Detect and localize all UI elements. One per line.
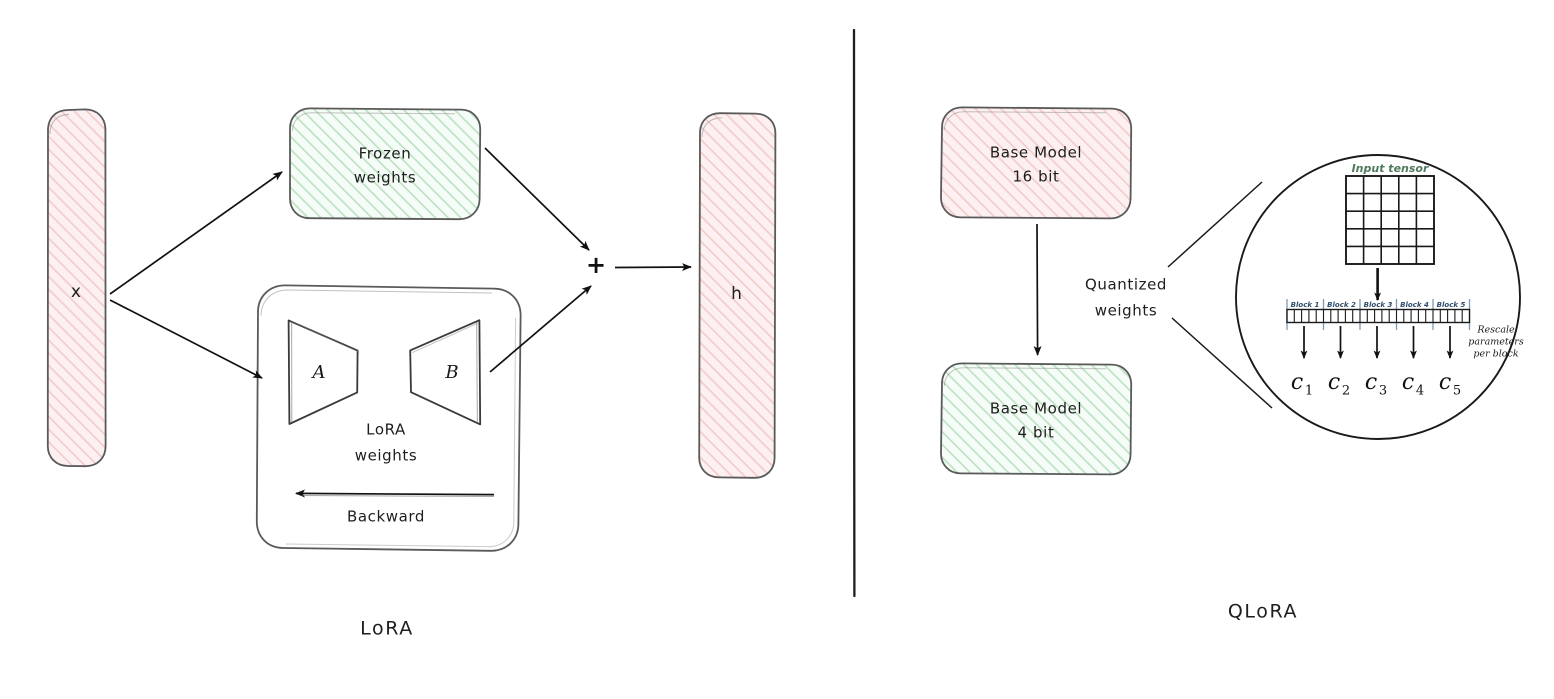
constant-1-base: c xyxy=(1328,370,1340,395)
constant-2-base: c xyxy=(1365,370,1377,395)
magnifier-tangent-lines xyxy=(1167,181,1273,409)
edge-16bit-to-4bit xyxy=(1033,223,1042,356)
backward-label: Backward xyxy=(347,508,425,526)
frozen-weights-label-line1: Frozen xyxy=(359,145,412,163)
lora-weights-label-line1: LoRA xyxy=(366,421,406,439)
frozen-weights-box xyxy=(289,107,482,221)
lora-output-label: h xyxy=(731,284,743,304)
edge-frozen-to-sum xyxy=(484,147,590,251)
lora-trapezoid-b xyxy=(409,319,482,426)
base-model-4bit-label-line1: Base Model xyxy=(990,400,1082,418)
constant-1-sub: 2 xyxy=(1342,384,1350,399)
input-tensor-grid xyxy=(1345,175,1435,265)
edge-x-to-lora xyxy=(109,299,263,379)
block-to-constant-arrows xyxy=(1300,326,1454,359)
base-model-16bit-box xyxy=(940,106,1133,220)
lora-trapezoid-a-label: A xyxy=(311,362,326,383)
frozen-weights-label-line2: weights xyxy=(354,169,417,187)
edge-x-to-frozen xyxy=(109,171,283,295)
base-model-4bit-box xyxy=(940,362,1133,476)
lora-trapezoid-b-label: B xyxy=(444,362,458,383)
block-label-2: Block 3 xyxy=(1364,301,1393,309)
base-model-16bit-label-line1: Base Model xyxy=(990,144,1082,162)
base-model-4bit-label-line2: 4 bit xyxy=(1018,424,1055,442)
block-label-3: Block 4 xyxy=(1400,301,1429,309)
edge-lora-to-sum xyxy=(489,285,592,373)
input-tensor-label: Input tensor xyxy=(1352,162,1429,175)
backward-arrow xyxy=(295,489,495,498)
lora-input-box xyxy=(46,108,107,468)
block-labels: Block 1 Block 2 Block 3 Block 4 Block 5 xyxy=(1291,301,1466,309)
edge-sum-to-output xyxy=(614,263,692,272)
constant-2-sub: 3 xyxy=(1379,384,1387,399)
block-label-0: Block 1 xyxy=(1291,301,1320,309)
lora-output-box xyxy=(698,112,777,479)
lora-weights-label-line2: weights xyxy=(355,447,418,465)
rescale-note-line3: per block xyxy=(1473,349,1518,360)
constant-4-base: c xyxy=(1439,370,1451,395)
constant-3-sub: 4 xyxy=(1416,384,1424,399)
constant-0-base: c xyxy=(1291,370,1303,395)
rescale-note-line2: parameters xyxy=(1468,337,1524,348)
quantized-weights-label-line1: Quantized xyxy=(1085,276,1167,294)
lora-caption: LoRA xyxy=(360,618,414,640)
constant-3-base: c xyxy=(1402,370,1414,395)
rescale-note-line1: Rescale xyxy=(1476,325,1515,336)
quantization-cell-strip xyxy=(1286,308,1471,324)
lora-input-label: x xyxy=(71,282,82,302)
base-model-16bit-label-line2: 16 bit xyxy=(1012,168,1059,186)
lora-weights-container xyxy=(255,284,522,552)
quantized-weights-label-line2: weights xyxy=(1095,302,1158,320)
rescale-constants: c 1 c 2 c 3 c 4 c 5 xyxy=(1291,370,1461,399)
constant-0-sub: 1 xyxy=(1305,384,1313,399)
qlora-caption: QLoRA xyxy=(1228,601,1298,623)
sum-symbol: + xyxy=(586,251,606,279)
lora-trapezoid-a xyxy=(287,319,360,425)
block-label-1: Block 2 xyxy=(1327,301,1356,309)
constant-4-sub: 5 xyxy=(1453,384,1461,399)
block-label-4: Block 5 xyxy=(1437,301,1466,309)
rescale-note: Rescale parameters per block xyxy=(1468,325,1524,360)
